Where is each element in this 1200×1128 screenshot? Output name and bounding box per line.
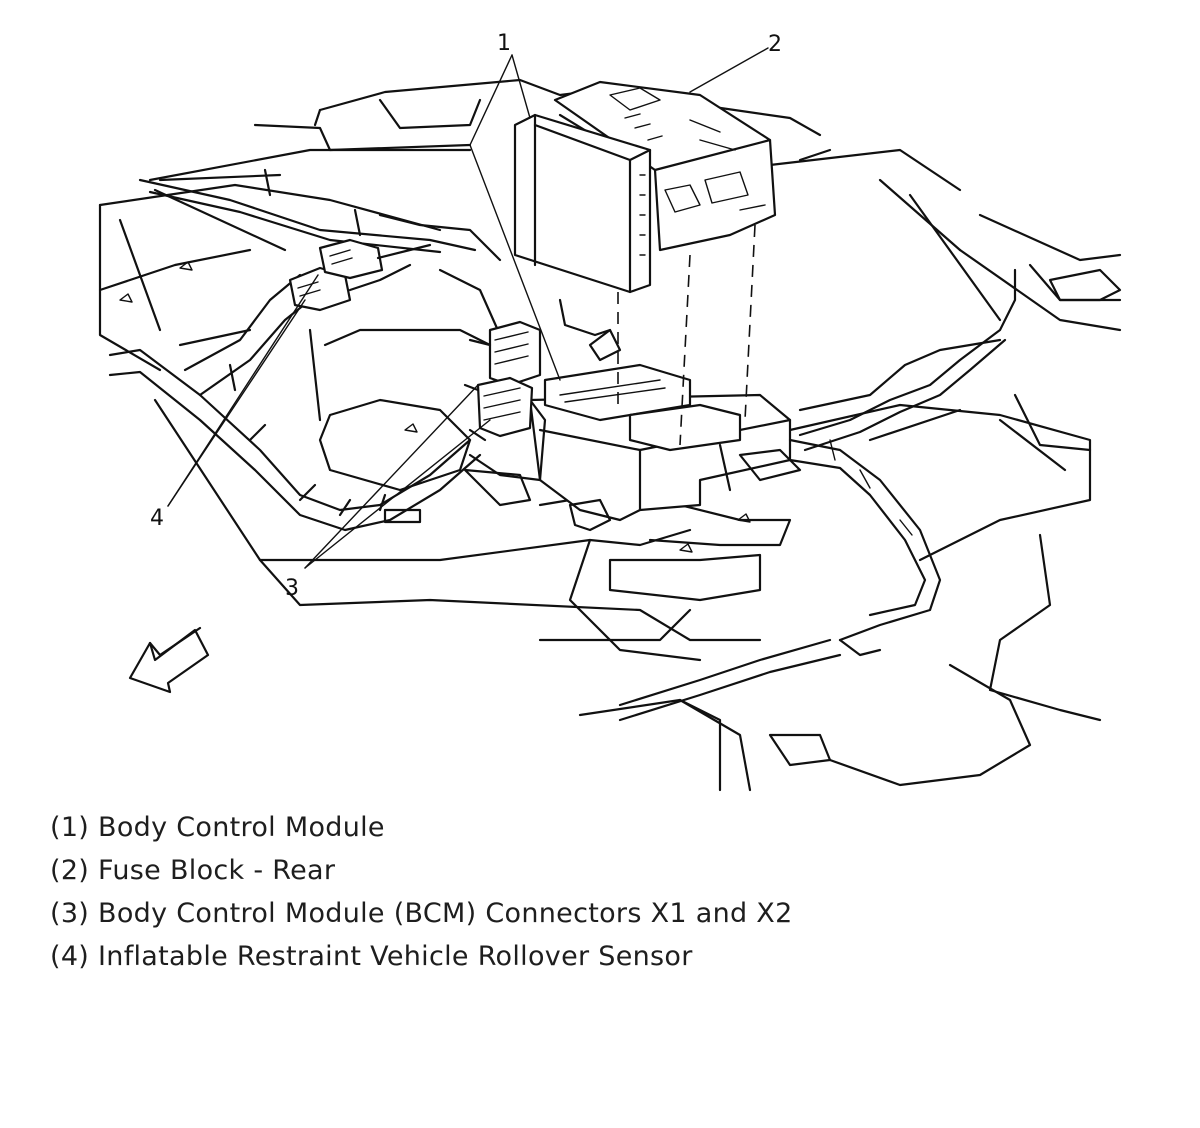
projection-lines xyxy=(617,224,756,446)
front-direction-arrow-icon xyxy=(128,626,210,694)
wiring-harness-left xyxy=(108,178,502,532)
legend-item-fuse-block-rear: (2) Fuse Block - Rear xyxy=(50,855,336,886)
legend-item-body-control-module: (1) Body Control Module xyxy=(50,812,385,843)
callout-4: 4 xyxy=(150,506,164,531)
bcm-connectors xyxy=(463,320,542,442)
leader-lines xyxy=(167,47,769,569)
component-location-diagram: 1 2 3 4 xyxy=(98,31,1122,792)
body-control-module xyxy=(513,113,652,294)
floor-pan xyxy=(98,78,1122,792)
callout-3: 3 xyxy=(285,576,299,601)
legend: (1) Body Control Module (2) Fuse Block -… xyxy=(50,806,1050,978)
legend-item-bcm-connectors: (3) Body Control Module (BCM) Connectors… xyxy=(50,898,793,929)
wiring-harness-right xyxy=(618,268,1017,722)
legend-item-rollover-sensor: (4) Inflatable Restraint Vehicle Rollove… xyxy=(50,941,693,972)
rollover-sensor xyxy=(263,168,432,312)
fuse-block-rear xyxy=(553,80,777,252)
callout-1: 1 xyxy=(497,31,511,56)
callout-2: 2 xyxy=(768,32,782,57)
